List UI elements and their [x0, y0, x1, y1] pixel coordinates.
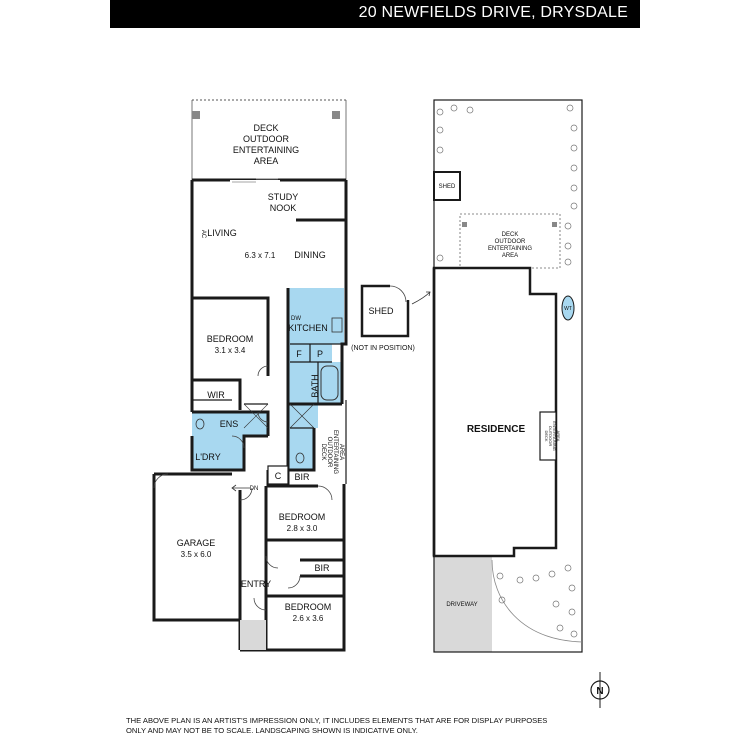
shed-detail: SHED (NOT IN POSITION)	[351, 284, 431, 352]
house-walls	[152, 178, 348, 652]
page-title: 20 NEWFIELDS DRIVE, DRYSDALE	[358, 4, 628, 21]
bathtub-icon	[320, 365, 339, 401]
toilet-icon	[295, 452, 305, 464]
residence-outline	[432, 266, 558, 558]
residence-label: RESIDENCE	[467, 424, 526, 435]
bir-1-label: BIR	[294, 472, 310, 482]
shed-label: SHED	[368, 306, 394, 316]
bir-2-label: BIR	[314, 563, 330, 573]
ensuite-label: ENS	[220, 419, 239, 429]
dishwasher-label: DW	[291, 316, 301, 322]
site-side-deck-label: AREA	[556, 431, 561, 442]
deck-label: ENTERTAINING	[233, 145, 299, 155]
site-plan: SHED DECK OUTDOOR ENTERTAINING AREA RESI…	[432, 99, 583, 653]
driveway-area	[434, 556, 492, 652]
wir-label: WIR	[207, 390, 225, 400]
site-side-deck-label: DECK	[544, 430, 549, 441]
entry-label: ENTRY	[241, 579, 271, 589]
fridge-label: F	[296, 349, 302, 359]
shrubs	[436, 104, 578, 638]
north-arrow-icon: N	[590, 672, 610, 708]
deck-label: AREA	[254, 156, 279, 166]
cupboard-label: C	[275, 471, 282, 481]
bedroom-3-label: BEDROOM	[285, 602, 332, 612]
side-deck-label: DECK	[320, 444, 326, 461]
bedroom-2-label: BEDROOM	[279, 512, 326, 522]
study-nook-label: STUDY	[268, 192, 299, 202]
site-deck-label: AREA	[502, 253, 518, 259]
garage-size: 3.5 x 6.0	[181, 550, 212, 559]
north-label: N	[596, 686, 603, 697]
bedroom-1-label: BEDROOM	[207, 334, 254, 344]
dining-label: DINING	[294, 250, 326, 260]
deck-label: DECK	[253, 123, 278, 133]
garage-label: GARAGE	[177, 538, 216, 548]
living-label: LIVING	[207, 228, 237, 238]
entry-porch	[240, 620, 266, 650]
bedroom-2-size: 2.8 x 3.0	[287, 524, 318, 533]
disclaimer-line: ONLY AND MAY NOT BE TO SCALE. LANDSCAPIN…	[126, 726, 418, 735]
header-bar: 20 NEWFIELDS DRIVE, DRYSDALE	[110, 0, 640, 28]
bedroom-1-size: 3.1 x 3.4	[215, 346, 246, 355]
water-tank-icon	[561, 295, 575, 321]
down-label: DN	[250, 486, 259, 492]
side-deck-label: OUTDOOR	[326, 437, 332, 468]
living-size: 6.3 x 7.1	[245, 251, 276, 260]
site-side-deck-label: ENTERTAINING	[552, 421, 557, 450]
inner-lines	[192, 343, 347, 484]
side-deck-label: AREA	[338, 444, 344, 460]
door-swings	[153, 365, 333, 611]
shed-note: (NOT IN POSITION)	[351, 345, 415, 352]
disclaimer: THE ABOVE PLAN IS AN ARTIST'S IMPRESSION…	[126, 716, 548, 736]
side-deck-label: ENTERTAINING	[332, 430, 338, 474]
driveway-label: DRIVEWAY	[446, 602, 477, 608]
site-deck-label: OUTDOOR	[495, 239, 526, 245]
bedroom-3-size: 2.6 x 3.6	[293, 614, 324, 623]
site-shed-label: SHED	[439, 184, 456, 190]
pantry-label: P	[317, 349, 323, 359]
site-deck-label: DECK	[502, 232, 519, 238]
ac-label: AC	[200, 230, 206, 239]
water-tank-label: WT	[564, 306, 572, 312]
bath-label: BATH	[310, 374, 320, 397]
toilet-icon	[195, 418, 205, 430]
cooktop-icon	[331, 317, 343, 333]
kitchen-label: KITCHEN	[288, 323, 328, 333]
site-deck-label: ENTERTAINING	[488, 246, 532, 252]
study-nook-label: NOOK	[270, 203, 297, 213]
deck-label: OUTDOOR	[243, 134, 289, 144]
disclaimer-line: THE ABOVE PLAN IS AN ARTIST'S IMPRESSION…	[126, 716, 548, 725]
laundry-label: L'DRY	[195, 452, 221, 462]
floor-plan: DECK OUTDOOR ENTERTAINING AREA STUDY NOO…	[152, 99, 348, 652]
site-side-deck-label: OUTDOOR	[548, 426, 553, 447]
